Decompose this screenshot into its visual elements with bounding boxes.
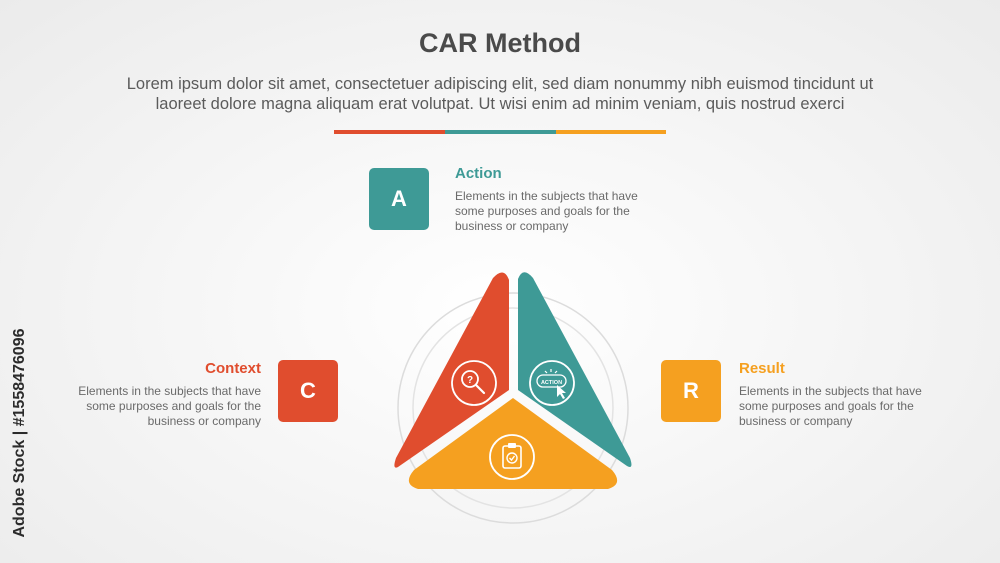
subtitle-line-2: laoreet dolore magna aliquam erat volutp… <box>155 95 845 113</box>
clipboard-check-icon <box>489 434 535 480</box>
divider-context <box>334 130 445 134</box>
action-badge: A <box>369 168 429 230</box>
context-heading: Context <box>205 360 261 377</box>
context-letter: C <box>300 378 316 403</box>
context-description: Elements in the subjects that have some … <box>78 384 261 428</box>
page-title: CAR Method <box>419 28 581 58</box>
action-button-cursor-icon: ACTION <box>529 360 575 406</box>
svg-text:?: ? <box>467 375 473 386</box>
context-segment <box>394 272 509 468</box>
outer-ring <box>397 292 629 524</box>
action-description: Elements in the subjects that have some … <box>455 189 638 233</box>
result-letter: R <box>683 378 699 403</box>
action-letter: A <box>391 186 407 211</box>
watermark-text: Adobe Stock | #1558476096 <box>11 328 28 538</box>
action-icon-label: ACTION <box>541 380 562 386</box>
action-heading: Action <box>455 165 502 182</box>
result-heading: Result <box>739 360 785 377</box>
magnifier-question-icon: ? <box>451 360 497 406</box>
divider-action <box>445 130 556 134</box>
context-badge: C <box>278 360 338 422</box>
stock-watermark: Adobe Stock | #1558476096 <box>6 318 34 558</box>
subtitle-line-1: Lorem ipsum dolor sit amet, consectetuer… <box>126 75 874 93</box>
result-badge: R <box>661 360 721 422</box>
page-subtitle: Lorem ipsum dolor sit amet, consectetuer… <box>60 74 940 114</box>
divider-result <box>556 130 666 134</box>
result-description: Elements in the subjects that have some … <box>739 384 922 428</box>
action-segment <box>518 272 632 467</box>
inner-ring <box>412 307 614 509</box>
